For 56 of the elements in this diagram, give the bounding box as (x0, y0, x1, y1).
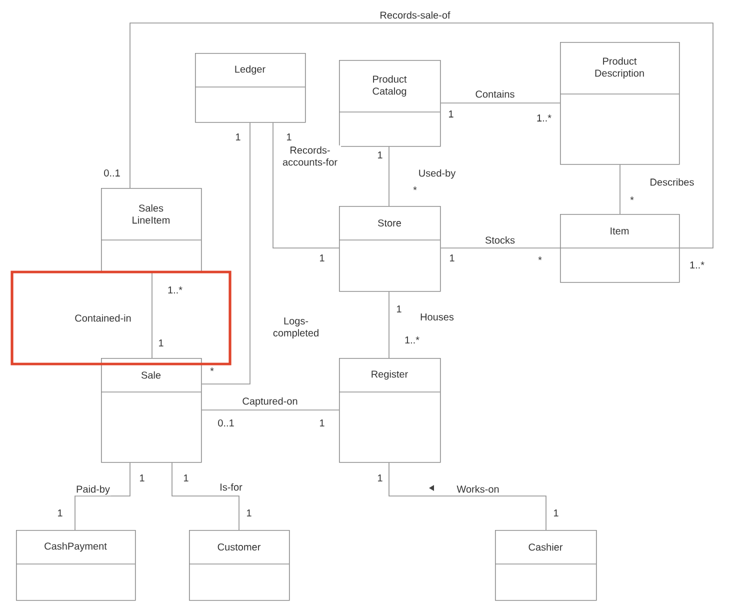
multiplicity-label: 1..* (690, 262, 704, 268)
multiplicity-label: * (413, 186, 417, 190)
association-line (388, 291, 390, 358)
edge-label: Contained-in (75, 314, 131, 322)
multiplicity-label: 1 (449, 110, 454, 118)
multiplicity-label: 1 (320, 254, 324, 262)
multiplicity-label: 1 (554, 510, 558, 516)
edge-label: Stocks (485, 236, 515, 244)
edge-label: Works-on (456, 485, 499, 493)
multiplicity-label: 1 (287, 134, 292, 140)
multiplicity-label: 1 (450, 254, 454, 262)
edge-label: Contains (476, 90, 514, 98)
class-box: Sale (100, 358, 202, 463)
association-line (388, 462, 546, 530)
association-line (388, 146, 390, 206)
edge-label: Houses (420, 314, 454, 320)
edge-label: Records-sale-of (380, 11, 450, 19)
multiplicity-label: 1 (140, 474, 144, 482)
multiplicity-label: 1 (397, 306, 402, 312)
edge-label: Is-for (220, 483, 242, 491)
multiplicity-label: 1 (159, 340, 164, 346)
edge-label: Records-accounts-for (282, 146, 338, 166)
class-box: Cashier (494, 530, 597, 601)
class-box: Store (338, 206, 441, 292)
class-box: Ledger (194, 53, 306, 123)
multiplicity-label: 1..* (405, 336, 420, 344)
class-box: Product Description (560, 42, 680, 165)
multiplicity-label: 0..1 (218, 419, 234, 427)
multiplicity-label: 1..* (168, 286, 182, 294)
multiplicity-label: 1 (378, 474, 382, 482)
multiplicity-label: * (630, 196, 634, 200)
edge-label: Logs-completed (273, 318, 318, 338)
multiplicity-label: 1 (320, 420, 324, 426)
multiplicity-label: 1 (58, 510, 62, 516)
class-box: Product Catalog (338, 60, 441, 147)
multiplicity-label: 1 (378, 152, 382, 158)
multiplicity-label: 1 (184, 474, 188, 482)
class-box: CashPayment (16, 530, 136, 601)
class-box: Item (560, 214, 680, 283)
multiplicity-label: 1 (247, 510, 252, 516)
multiplicity-label: 1 (236, 134, 240, 140)
class-box: Sales LineItem (100, 188, 202, 273)
association-line (74, 462, 130, 530)
class-box: Customer (188, 530, 290, 601)
association-line (172, 462, 240, 530)
association-line (440, 102, 560, 104)
edge-label: Paid-by (76, 485, 110, 495)
edge-label: Used-by (419, 169, 456, 179)
association-line (201, 122, 250, 384)
class-box: Register (338, 358, 441, 463)
edge-label: Captured-on (242, 397, 298, 407)
multiplicity-label: 0..1 (104, 169, 120, 177)
association-line (130, 22, 714, 248)
association-line (272, 122, 340, 248)
edge-label: Describes (650, 178, 694, 186)
multiplicity-label: * (538, 256, 542, 260)
